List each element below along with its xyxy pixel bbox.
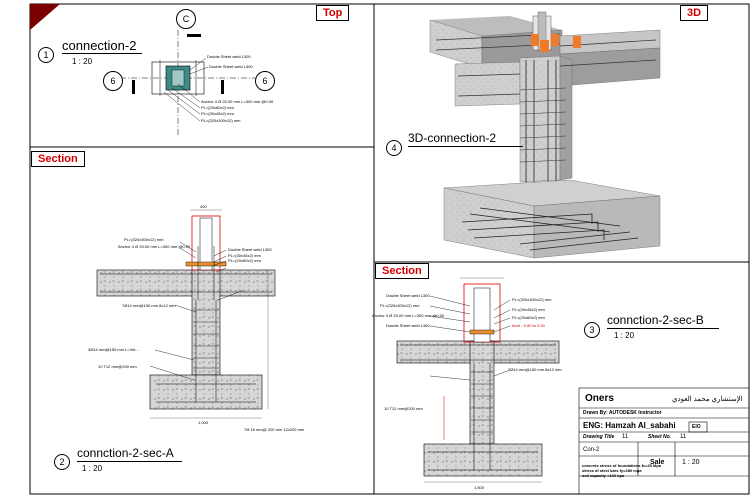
- section-b-scale: 1 : 20: [614, 331, 635, 340]
- tb-sheet-no-label: Sheet No.: [648, 434, 672, 440]
- three-d-underline: [408, 146, 523, 147]
- tb-note-1: concrete stress of foundations fc=25 Mpa: [582, 463, 662, 468]
- top-view-tag: Top: [316, 5, 350, 21]
- top-note-weld: Double Sheet weld L300: [207, 54, 251, 59]
- grid-bubble-c: C: [176, 9, 196, 29]
- sec-a-note-rebar4: 7Ø 16 mm@ 200 mm 12x200 mm: [244, 427, 305, 432]
- sec-b-note-level: level - 0.80 to 0.00: [512, 323, 545, 328]
- sec-b-note-weld-2: Double Sheet weld L300: [386, 323, 430, 328]
- sec-a-note-pl1: PL=(20x60x2) mm: [228, 258, 261, 263]
- section-b-drawing: [396, 277, 560, 483]
- top-view-scale: 1 : 20: [72, 57, 93, 66]
- grid-bubble-6-right: 6: [255, 71, 275, 91]
- section-b-tag: Section: [375, 263, 429, 279]
- tb-drawing-title-value: 11: [622, 434, 629, 440]
- sec-b-dim-total: 1,500: [474, 485, 485, 490]
- top-plan-view: [120, 30, 255, 135]
- section-a-drawing: [96, 209, 276, 419]
- sec-a-note-rebar1: 7Ø14 mm@150 mm 8x12 mm: [122, 303, 176, 308]
- sec-b-note-pc: PL=(320x300x12) mm: [380, 303, 420, 308]
- sec-b-note-pl2: PL=(30x45x2) mm: [512, 307, 545, 312]
- sec-a-note-pl2: PL=(30x45x2) mm: [228, 253, 261, 258]
- grid-bubble-6-left: 6: [103, 71, 123, 91]
- top-title-underline: [62, 53, 142, 54]
- tb-drawn-by: Drawn By: AUTODESK Instructor: [583, 410, 662, 416]
- sec-b-note-weld: Double Sheet weld L300: [386, 293, 430, 298]
- view-number-3: 3: [584, 322, 600, 338]
- top-note-pl2: PL=(30x45x2) mm: [201, 111, 234, 116]
- sec-b-note-rebar3: 10 T12 mm@200 mm: [384, 406, 423, 411]
- tb-scale-value: 1 : 20: [682, 459, 700, 466]
- section-a-title: connction-2-sec-A: [77, 446, 174, 460]
- sec-a-note-weld: Double Sheet weld L300: [228, 247, 272, 252]
- sec-a-dim-top: 400: [200, 204, 207, 209]
- section-a-scale: 1 : 20: [82, 464, 103, 473]
- sec-a-note-bolt: Anchor 4 Ø 20.00 mm L=300 mm @0.00: [118, 244, 191, 249]
- sec-b-note-pl1: PL=(20x60x2) mm: [512, 315, 545, 320]
- section-a-tag: Section: [31, 151, 85, 167]
- view-number-2: 2: [54, 454, 70, 470]
- sec-a-note-rebar2: 3Ø14 mm@150 mm L=Ver...: [88, 347, 139, 352]
- top-note-weld-2: Double Sheet weld L300: [209, 64, 253, 69]
- tb-scale-label: Sale: [650, 459, 665, 466]
- tb-drawing-title-label: Drawing Title: [583, 434, 615, 440]
- title-block-frame: [578, 387, 750, 495]
- sec-a-note-pc: PL=(320x300x12) mm: [124, 237, 164, 242]
- three-d-model: [429, 11, 661, 259]
- sec-b-note-bolt: Anchor 4 Ø 20.00 mm L=300 mm @0.00: [372, 313, 445, 318]
- tb-note-2: stress of steel bars fy=280 mpa: [582, 468, 642, 473]
- sec-b-note-rebar1: 7Ø14 mm@150 mm 8x12 mm: [508, 367, 562, 372]
- sec-b-note-pl3: PL=(320x300x12) mm: [512, 297, 552, 302]
- three-d-title: 3D-connection-2: [408, 131, 497, 145]
- tb-drawing-name: Con-2: [583, 447, 600, 453]
- top-note-bolt: Anchor 4 Ø 20.00 mm L=300 mm @0.00: [201, 99, 274, 104]
- sec-a-dim-width: 1,000: [198, 420, 209, 425]
- sec-a-note-rebar3: 10 T12 mm@200 mm: [98, 364, 137, 369]
- section-b-title: connction-2-sec-B: [607, 313, 704, 327]
- tb-sheet-no-value: 11: [680, 434, 687, 440]
- tb-heading: Oners: [585, 393, 614, 404]
- section-a-underline: [77, 461, 182, 462]
- view-number-1: 1: [38, 47, 54, 63]
- top-view-title: connection-2: [62, 38, 137, 53]
- view-number-4: 4: [386, 140, 402, 156]
- top-note-pl1: PL=(20x60x2) mm: [201, 105, 234, 110]
- tb-engineer: ENG: Hamzah Al_sabahi: [583, 421, 676, 430]
- section-b-underline: [607, 328, 719, 329]
- top-note-pl3: PL=(320x300x12) mm: [201, 118, 241, 123]
- tb-arabic-name: الإستشاري محمد العودي: [672, 396, 743, 403]
- tb-note-3: soil capacity =100 kpa: [582, 473, 625, 478]
- three-d-tag: 3D: [680, 5, 709, 21]
- tb-logo: EIO: [692, 424, 701, 430]
